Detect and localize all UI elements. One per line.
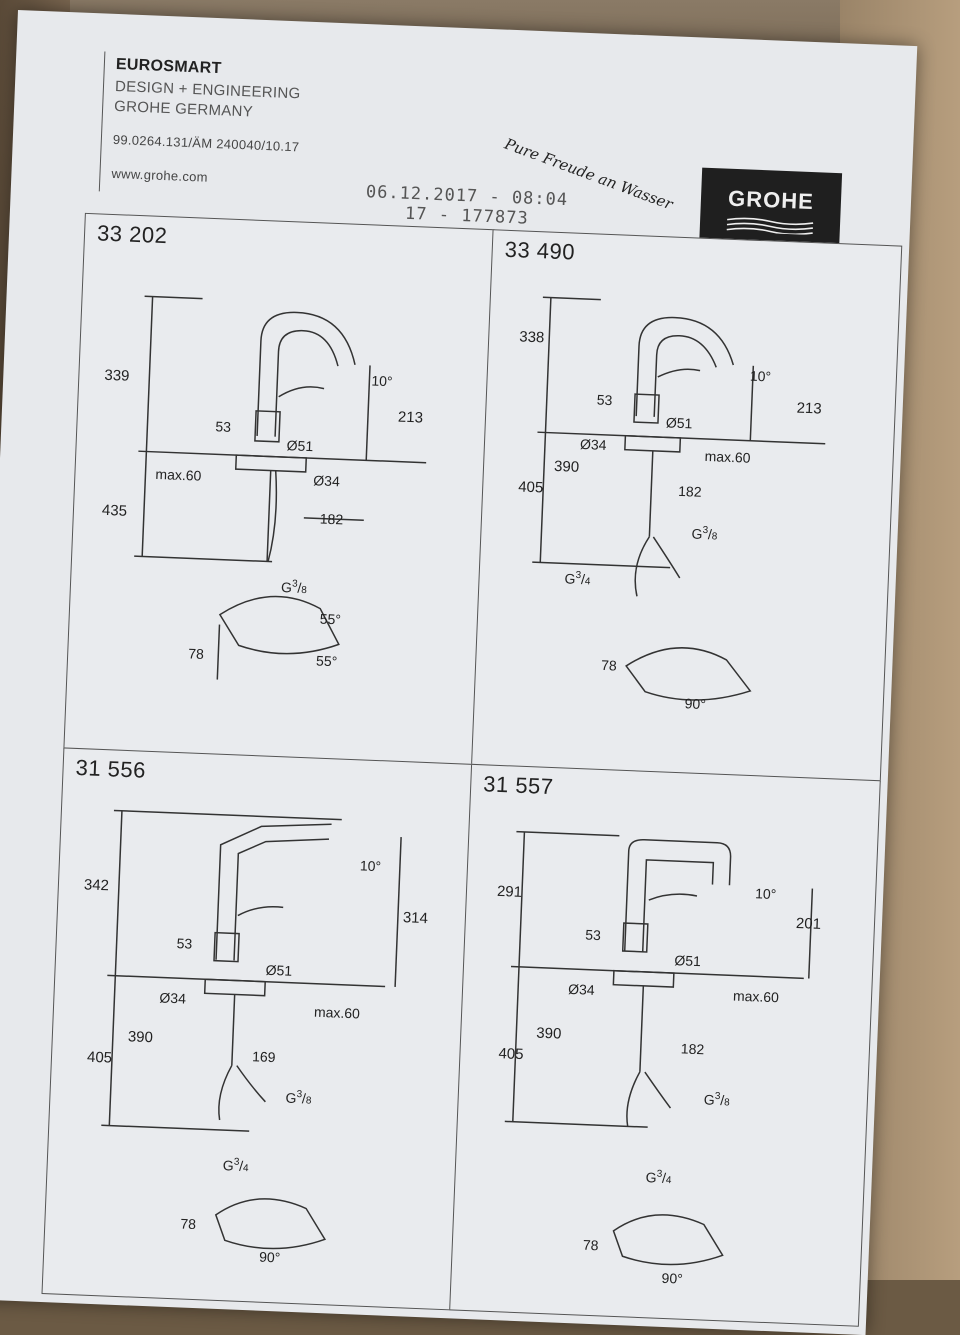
dim-handle-height: 78: [601, 657, 617, 674]
dim-spout-height: 213: [796, 400, 822, 418]
dim-below-inner: 390: [554, 458, 580, 476]
dim-hose: 182: [320, 511, 344, 528]
doc-number: 99.0264.131/ÄM 240040/10.17: [112, 131, 300, 155]
dim-lever: 53: [597, 392, 613, 409]
thread-label-1: G3/8: [704, 1090, 731, 1108]
dim-handle-angle: 90°: [661, 1270, 683, 1287]
dim-below: 405: [518, 478, 544, 496]
dim-hole: Ø34: [580, 436, 607, 453]
dim-base: Ø51: [265, 962, 292, 979]
dim-below-inner: 390: [536, 1025, 562, 1043]
dim-hole: Ø34: [159, 989, 186, 1006]
dim-height: 291: [497, 883, 523, 901]
logo-text: GROHE: [727, 185, 815, 215]
panel-33202: 33 202: [63, 212, 495, 766]
dim-height: 342: [84, 876, 110, 894]
faucet-diagram-33202: 339 213 10° 53 Ø51 Ø34 max.60 435 182 G3…: [102, 295, 427, 680]
brand-name: EUROSMART: [115, 55, 222, 78]
dim-handle-height: 78: [180, 1216, 196, 1233]
dim-max-thickness: max.60: [314, 1004, 361, 1022]
dim-hose: 182: [681, 1040, 705, 1057]
dim-handle-angle: 90°: [259, 1249, 281, 1266]
dim-spout-height: 201: [796, 915, 822, 933]
dim-handle-height: 78: [188, 645, 204, 662]
sheet-header: EUROSMART DESIGN + ENGINEERING GROHE GER…: [10, 10, 918, 256]
dim-base: Ø51: [286, 437, 313, 454]
dim-base: Ø51: [674, 952, 701, 969]
dim-angle: 10°: [360, 857, 382, 874]
dim-handle-height: 78: [583, 1237, 599, 1254]
faucet-diagram-31557: 291 201 10° 53 Ø51 Ø34 max.60 390 405 18…: [497, 830, 822, 1287]
dim-lever: 53: [176, 935, 192, 952]
dim-spout-height: 314: [403, 909, 429, 927]
faucet-diagram-33490: 338 213 10° 53 Ø51 Ø34 max.60 390 405 18…: [518, 296, 826, 712]
dim-max-thickness: max.60: [733, 987, 780, 1005]
faucet-diagram-31556: 342 314 10° 53 Ø51 Ø34 max.60 390 405 16…: [84, 809, 429, 1266]
thread-label: G3/8: [281, 578, 308, 596]
dim-angle: 10°: [750, 368, 772, 385]
dim-handle-angle: 90°: [684, 695, 706, 712]
dim-below: 405: [87, 1049, 113, 1067]
dim-hose: 182: [678, 483, 702, 500]
thread-label-2: G3/4: [564, 569, 591, 587]
thread-label-2: G3/4: [645, 1168, 672, 1186]
dim-below: 435: [102, 502, 128, 520]
dim-spout-height: 213: [398, 409, 424, 427]
dim-hose: 169: [252, 1048, 276, 1065]
header-line-germany: GROHE GERMANY: [113, 97, 254, 121]
dim-angle: 10°: [371, 372, 393, 389]
dim-height: 338: [519, 328, 545, 346]
panel-33490: 33 490 338: [471, 229, 903, 783]
dim-angle: 10°: [755, 885, 777, 902]
dim-base: Ø51: [666, 414, 693, 431]
dim-lever: 53: [585, 927, 601, 944]
product-grid: 33 202: [41, 212, 905, 1327]
panel-31557: 31 557 291: [449, 763, 881, 1327]
dim-hole: Ø34: [313, 472, 340, 489]
thread-label-2: G3/4: [222, 1156, 249, 1174]
dim-handle-angle-2: 55°: [316, 652, 338, 669]
dim-hole: Ø34: [568, 981, 595, 998]
stamp-id: 17 - 177873: [404, 203, 530, 229]
logo-waves-icon: [726, 217, 814, 236]
grohe-logo: GROHE: [699, 167, 843, 254]
instruction-sheet: EUROSMART DESIGN + ENGINEERING GROHE GER…: [0, 10, 918, 1335]
thread-label-1: G3/8: [691, 524, 718, 542]
website: www.grohe.com: [111, 165, 209, 185]
panel-31556: 31 556 342: [41, 747, 474, 1311]
dim-handle-angle-1: 55°: [319, 611, 341, 628]
header-rule: [98, 51, 106, 192]
dim-height: 339: [104, 367, 130, 385]
dim-below: 405: [498, 1045, 524, 1063]
dim-lever: 53: [215, 418, 231, 435]
dim-max-thickness: max.60: [155, 466, 202, 484]
dim-below-inner: 390: [128, 1028, 154, 1046]
dim-max-thickness: max.60: [704, 448, 751, 466]
thread-label-1: G3/8: [285, 1089, 312, 1107]
